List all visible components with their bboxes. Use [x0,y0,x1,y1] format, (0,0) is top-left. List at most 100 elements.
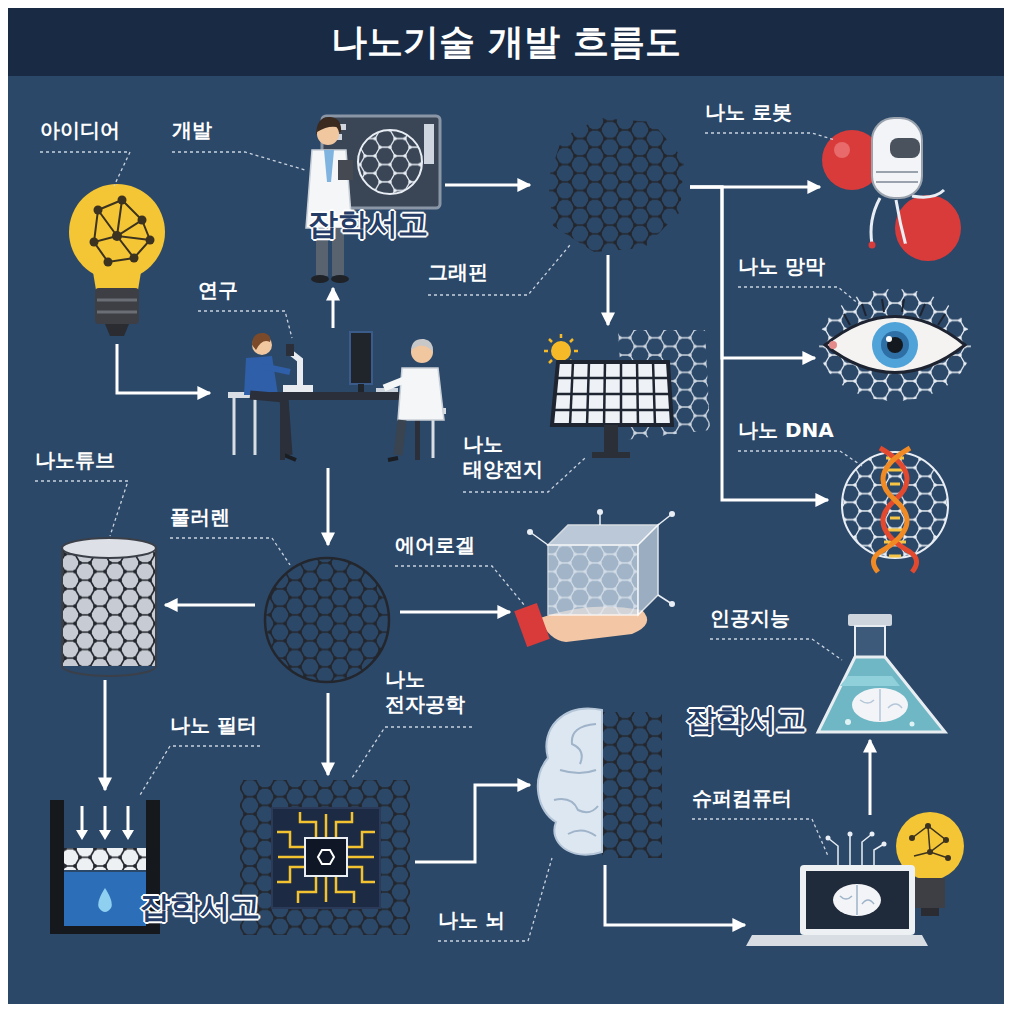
filter-icon [76,830,88,840]
brain-icon [601,710,603,852]
eye-icon [819,289,971,401]
lightbulb-icon [117,200,150,240]
aerogel-cube [527,529,533,535]
leader-line [395,566,525,606]
brain-icon [560,770,596,773]
solar-panel [554,362,671,425]
dna-icon [890,483,900,486]
solar-panel [570,339,573,342]
chip-icon [240,780,410,935]
flask-icon [818,657,945,732]
concept-node: 나노 로봇 [820,110,965,260]
watermark: 잡학서고 [686,700,806,741]
lightbulb-icon [92,266,142,290]
node-label: 그래핀 [428,260,488,285]
filter-icon [50,800,64,930]
chip-icon [272,808,380,908]
solar-panel [555,393,670,396]
lightbulb-icon [146,236,155,245]
lab-scene [384,380,404,388]
scientist-figure [317,118,340,132]
scientist-figure [424,124,434,164]
node-label: 에어로겔 [395,533,475,558]
chip-icon [300,812,316,838]
flow-arrow [415,785,530,862]
filter-icon [127,806,130,832]
node-label: 풀러렌 [170,505,230,530]
node-label: 나노 망막 [738,254,825,279]
concept-node: 나노 전자공학 [235,775,415,940]
solar-panel [556,377,669,380]
flow-arrow [117,344,210,393]
leader-line [710,639,842,660]
concept-node: 그래핀 [530,115,690,255]
watermark: 잡학서고 [140,887,260,928]
nanotube-cylinder [62,538,156,676]
watermark-slot: 잡학서고 [140,887,260,928]
concept-node: 슈퍼컴퓨터 [745,815,973,950]
concept-node: 인공지능 [808,610,956,740]
laptop-icon [928,826,948,858]
nanotube-cylinder [62,666,156,676]
leader-line [352,727,472,778]
laptop-icon [925,823,931,829]
flow-arrow [400,611,510,614]
laptop-icon [840,896,852,899]
laptop-icon [828,834,884,865]
laptop-icon [943,837,949,843]
laptop-icon [840,885,874,915]
flow-arrow [332,288,335,328]
laptop-icon [862,834,872,865]
lab-scene [283,385,313,392]
leader-line [692,819,828,856]
lab-scene [233,398,236,455]
leader-line [35,481,128,536]
dna-icon [890,517,900,520]
graphene-sheet [548,118,684,252]
node-label: 개발 [172,118,212,143]
nanotube-cylinder [62,548,156,666]
lab-scene [286,344,294,356]
laptop-icon [800,865,915,935]
chip-icon [336,812,352,838]
node-label: 아이디어 [40,118,120,143]
aerogel-cube [638,525,658,615]
filter-icon [98,888,112,912]
laptop-icon [927,849,933,855]
eye-icon [844,314,850,325]
laptop-icon [856,885,858,915]
node-label: 인공지능 [710,606,790,631]
fullerene-ball [265,558,389,682]
nano-robot [895,195,961,261]
aerogel-cube [548,545,638,615]
filter-icon [64,848,146,870]
eye-icon [872,322,918,368]
lightbulb-icon [69,184,165,336]
lightbulb-icon [130,254,139,263]
leader-line [738,287,860,305]
brain-icon [554,799,598,812]
nano-robot [871,198,880,244]
leader-line [198,311,292,338]
aerogel-cube [530,532,548,545]
chip-icon [347,856,374,859]
filter-icon [82,806,128,832]
concept-node: 나노 DNA [828,435,950,575]
lab-scene [262,366,290,372]
leader-line [428,245,570,295]
scientist-figure [331,275,349,283]
laptop-icon [912,826,948,858]
brain-icon [602,712,662,858]
diagram-title: 나노기술 개발 흐름도 [8,8,1004,76]
lightbulb-icon [138,216,147,225]
node-label: 연구 [198,278,238,303]
laptop-icon [826,836,831,841]
nano-robot [869,242,876,249]
solar-panel [604,425,618,453]
laptop-icon [921,908,939,916]
scientist-figure [324,150,334,182]
laptop-icon [862,900,874,904]
leader-line [170,538,290,565]
